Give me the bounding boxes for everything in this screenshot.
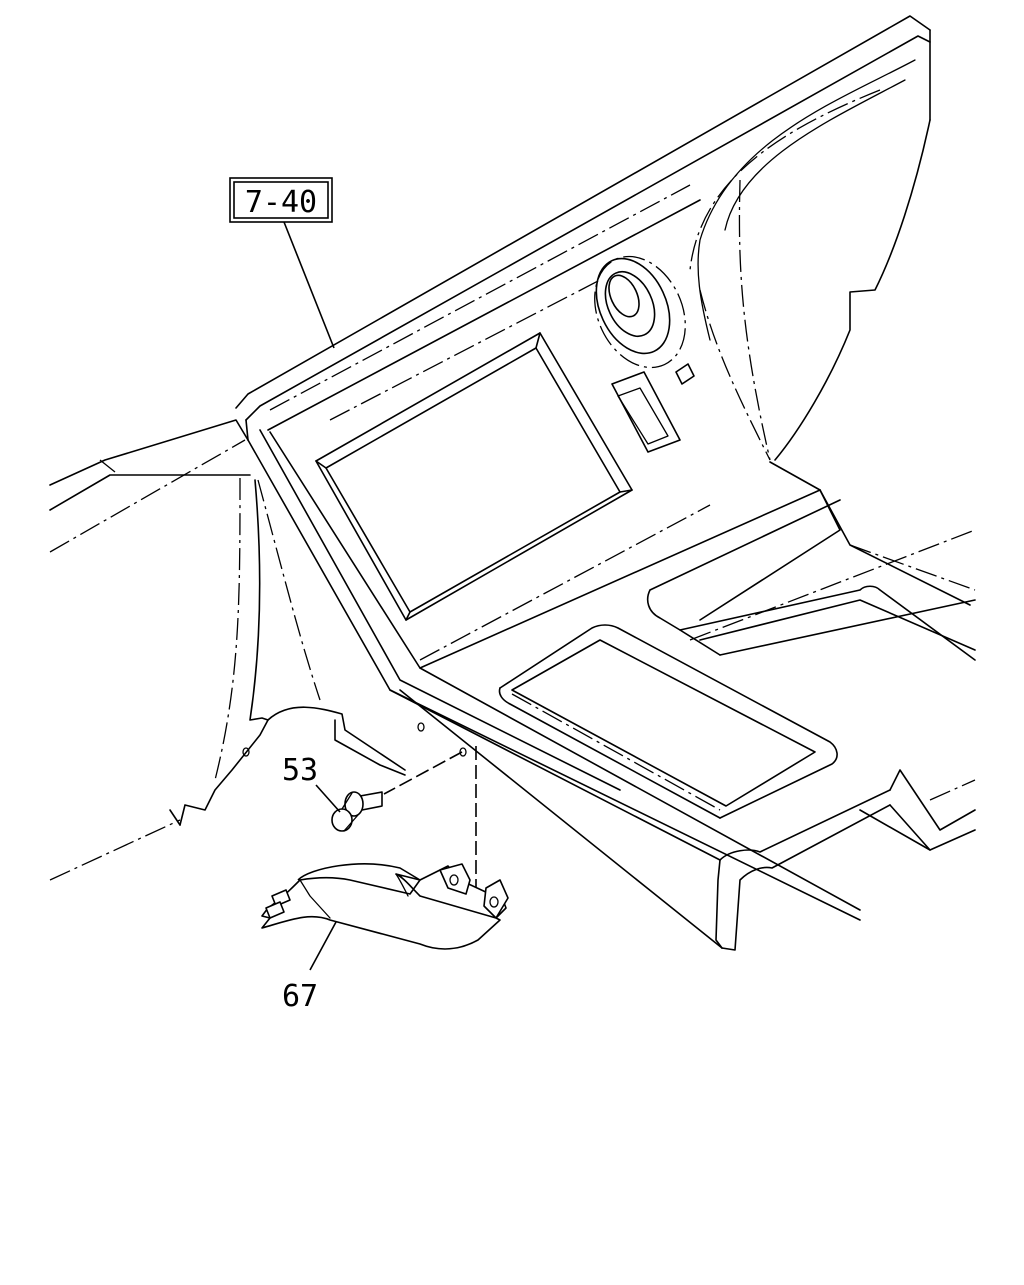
part-53-clip: 53 [282, 751, 463, 832]
dashboard-assembly [49, 15, 976, 951]
callout-assembly-ref: 7-40 [229, 177, 335, 349]
part-67-bracket: 67 [261, 746, 509, 1014]
part-53-label: 53 [282, 753, 318, 788]
assembly-ref-label: 7-40 [245, 185, 317, 220]
part-67-label: 67 [282, 979, 318, 1014]
